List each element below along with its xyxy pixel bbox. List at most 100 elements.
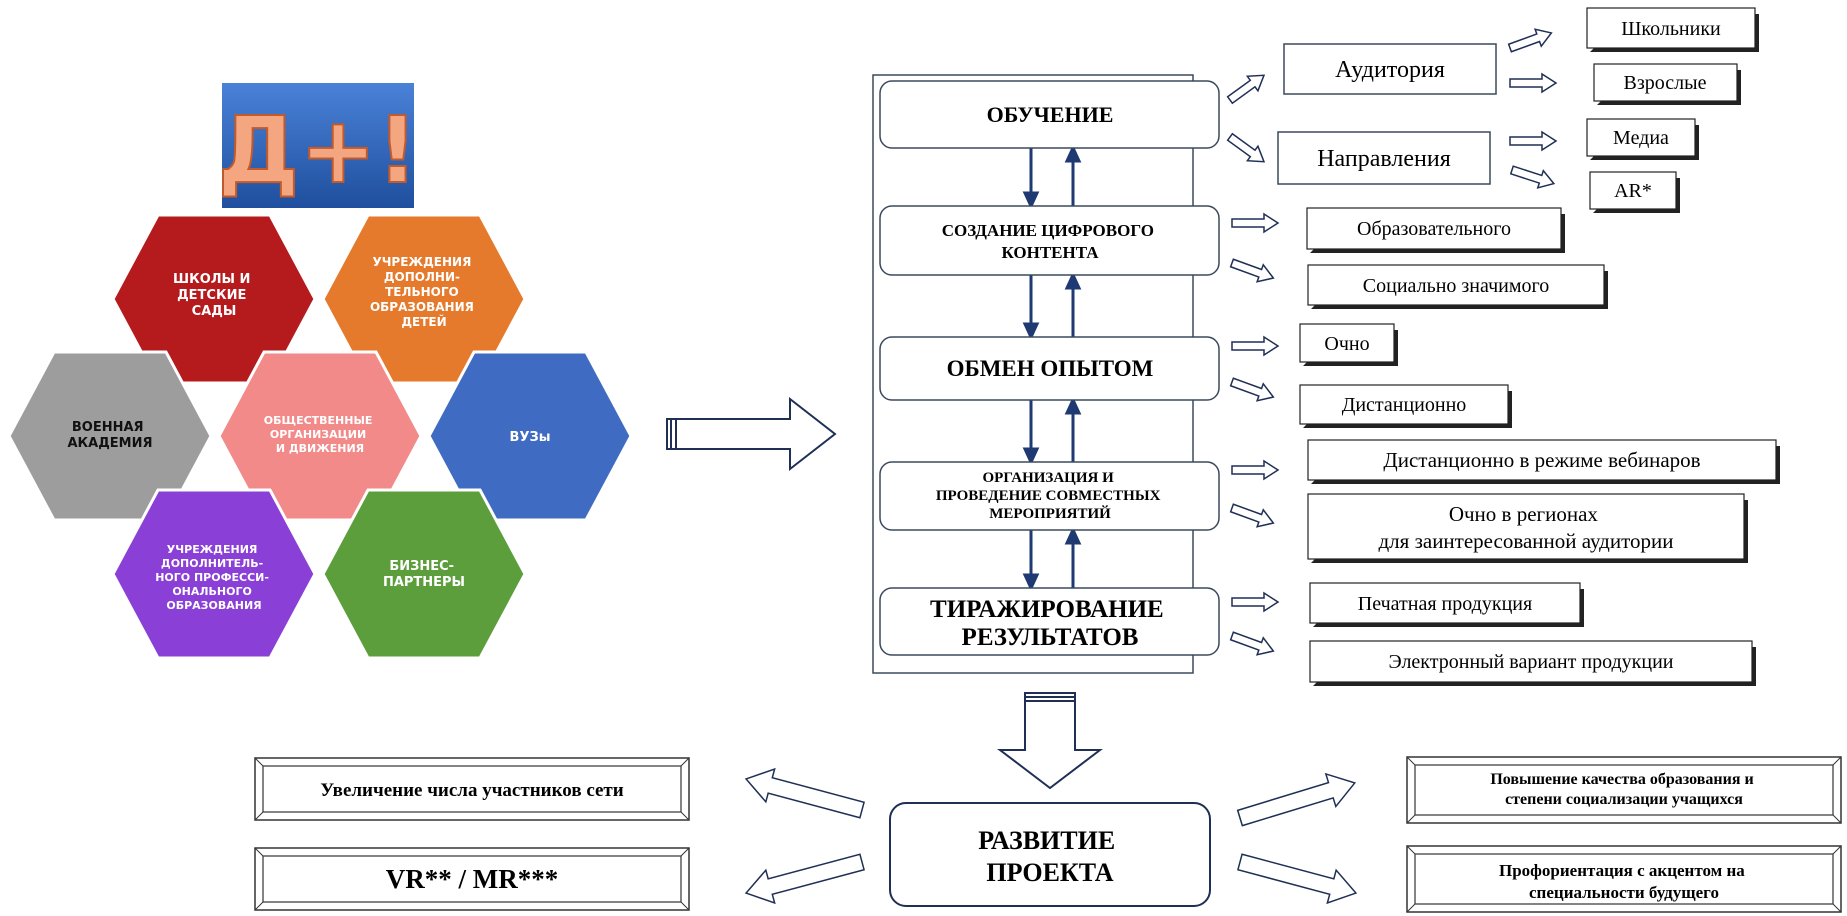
note-media: Медиа — [1586, 118, 1699, 160]
outcome-label: специальности будущего — [1529, 883, 1719, 902]
activity-connectors — [1022, 144, 1082, 592]
svg-text:Печатная продукция: Печатная продукция — [1358, 593, 1532, 615]
activity-label-line: КОНТЕНТА — [1001, 243, 1099, 262]
arrow-events-webinars — [1231, 459, 1280, 481]
activity-label-line: МЕРОПРИЯТИЙ — [989, 505, 1111, 522]
activity-label-line: РЕЗУЛЬТАТОВ — [962, 624, 1139, 651]
note-socially-significant: Социально значимого — [1307, 264, 1608, 309]
svg-text:Направления: Направления — [1317, 146, 1451, 172]
activity-label-line: ПРОВЕДЕНИЕ СОВМЕСТНЫХ — [936, 488, 1161, 504]
arrow-content-educational — [1231, 212, 1280, 234]
detail-notes: Образовательного Социально значимого Очн… — [1299, 207, 1780, 686]
logo-background — [222, 83, 414, 208]
svg-text:Дистанционно: Дистанционно — [1342, 394, 1467, 416]
level2-label: Взрослые — [1624, 72, 1707, 94]
arrow-replication-electronic — [1229, 631, 1275, 656]
hex-label-line: ОРГАНИЗАЦИИ — [270, 428, 366, 441]
hex-military-academy: ВОЕННАЯ АКАДЕМИЯ — [7, 350, 213, 522]
arrow-exchange-inperson — [1231, 335, 1280, 357]
hex-professional-education: УЧРЕЖДЕНИЯ ДОПОЛНИТЕЛЬ- НОГО ПРОФЕССИ- О… — [111, 488, 317, 660]
svg-text:AR*: AR* — [1614, 180, 1652, 202]
activities-panel: ОБУЧЕНИЕ СОЗДАНИЕ ЦИФРОВОГО КОНТЕНТА ОБМ… — [872, 74, 1220, 674]
level2-label: AR* — [1614, 180, 1652, 202]
hex-label-line: САДЫ — [192, 304, 237, 319]
outcome-career: Профориентация с акцентом на специальнос… — [1406, 845, 1842, 913]
outcome-arrows — [744, 767, 1358, 905]
svg-text:Очно в регионах для за: Очно в регионах для заинтересованной ауд… — [1379, 502, 1674, 553]
arrow-to-career — [1237, 853, 1358, 905]
svg-text:Дистанционно в режиме вебинаро: Дистанционно в режиме вебинаров — [1383, 448, 1700, 472]
note-print: Печатная продукция — [1309, 582, 1584, 627]
hex-label-line: ДЕТЕЙ — [401, 314, 446, 329]
arrow-training-audience — [1226, 74, 1266, 105]
hex-public-organizations: ОБЩЕСТВЕННЫЕ ОРГАНИЗАЦИИ И ДВИЖЕНИЯ — [217, 350, 423, 522]
outcome-participants: Увеличение числа участников сети — [254, 757, 690, 821]
hex-label-line: ОНАЛЬНОГО — [172, 585, 252, 598]
note-schoolchildren: Школьники — [1586, 7, 1759, 52]
hex-label-line: ВУЗы — [510, 430, 551, 445]
big-down-arrow — [997, 692, 1103, 790]
hex-label-line: ДОПОЛНИТЕЛЬ- — [161, 557, 263, 570]
arrow-audience-schoolchildren — [1507, 28, 1553, 53]
svg-text:Аудитория: Аудитория — [1335, 57, 1445, 83]
outcome-quality: Повышение качества образования и степени… — [1406, 756, 1842, 824]
svg-text:Медиа: Медиа — [1613, 127, 1669, 149]
outcome-label: Увеличение числа участников сети — [320, 780, 623, 801]
hex-label-line: ОБРАЗОВАНИЯ — [166, 599, 261, 612]
level2-boxes: Школьники Взрослые Медиа AR* — [1586, 7, 1759, 213]
level1-boxes: Аудитория Направления — [1277, 43, 1497, 185]
activity-label-line: ТИРАЖИРОВАНИЕ — [930, 596, 1164, 623]
outcome-label: Повышение качества образования и — [1490, 771, 1753, 788]
hex-label-line: ДЕТСКИЕ — [177, 288, 246, 303]
outcome-label: степени социализации учащихся — [1505, 791, 1743, 808]
arrow-directions-media — [1509, 130, 1558, 152]
svg-text:Увеличение числа участников се: Увеличение числа участников сети — [320, 780, 623, 801]
activity-label-line: ОБМЕН ОПЫТОМ — [947, 356, 1154, 381]
hex-label-line: УЧРЕЖДЕНИЯ — [372, 255, 471, 269]
hex-label-line: ОБЩЕСТВЕННЫЕ — [264, 414, 373, 427]
svg-text:ВОЕННАЯ АКАДЕМИЯ: ВОЕННАЯ АКАДЕМИЯ — [67, 420, 152, 451]
svg-text:РАЗВИТИЕ ПРОЕКТА: РАЗВИТИЕ ПРОЕКТА — [978, 826, 1121, 887]
arrow-to-participants — [744, 767, 865, 819]
down-up-arrow-pair — [1022, 271, 1082, 341]
activity-label-line: ОБУЧЕНИЕ — [987, 102, 1114, 127]
svg-text:Электронный вариант продукции: Электронный вариант продукции — [1389, 651, 1674, 673]
development-label: РАЗВИТИЕ — [978, 826, 1115, 855]
outcome-boxes: Увеличение числа участников сети VR** / … — [254, 756, 1842, 913]
note-remote: Дистанционно — [1299, 384, 1512, 428]
down-up-arrow-pair — [1022, 144, 1082, 210]
note-in-person: Очно — [1299, 323, 1398, 366]
svg-text:УЧРЕЖДЕНИЯ ДОПОЛНИ-: УЧРЕЖДЕНИЯ ДОПОЛНИ- ТЕЛЬНОГО ОБРАЗОВАНИЯ… — [370, 255, 478, 329]
hex-shape — [427, 350, 633, 522]
activity-box-digital-content: СОЗДАНИЕ ЦИФРОВОГО КОНТЕНТА — [879, 205, 1220, 276]
hex-label-line: ВОЕННАЯ — [72, 420, 144, 435]
big-right-arrow — [666, 396, 837, 472]
activity-label-line: СОЗДАНИЕ ЦИФРОВОГО — [942, 221, 1154, 240]
hex-label-line: ДОПОЛНИ- — [384, 270, 460, 284]
outcome-label: VR** / MR*** — [386, 864, 558, 894]
level2-label: Медиа — [1613, 127, 1669, 149]
activity-box-joint-events: ОРГАНИЗАЦИЯ И ПРОВЕДЕНИЕ СОВМЕСТНЫХ МЕРО… — [879, 461, 1220, 531]
hex-label-line: БИЗНЕС- — [389, 559, 454, 574]
hex-label-line: УЧРЕЖДЕНИЯ — [167, 543, 258, 556]
down-up-arrow-pair — [1022, 396, 1082, 466]
logo-text: Д+! — [218, 97, 419, 204]
svg-text:VR** / MR***: VR** / MR*** — [386, 864, 558, 894]
arrow-audience-adults — [1509, 72, 1558, 94]
svg-text:ОБЩЕСТВЕННЫЕ ОРГАНИЗАЦ: ОБЩЕСТВЕННЫЕ ОРГАНИЗАЦИИ И ДВИЖЕНИЯ — [264, 414, 376, 455]
arrow-training-directions — [1226, 132, 1266, 163]
hex-label-line: НОГО ПРОФЕССИ- — [155, 571, 269, 584]
detail-label: Образовательного — [1357, 218, 1511, 240]
arrow-exchange-remote — [1229, 377, 1275, 402]
branch-arrows — [1226, 28, 1558, 656]
arrow-events-regions — [1229, 503, 1275, 528]
outcome-label: Профориентация с акцентом на — [1499, 861, 1745, 880]
svg-text:Школьники: Школьники — [1621, 18, 1721, 40]
detail-label: Электронный вариант продукции — [1389, 651, 1674, 673]
logo: Д+! — [217, 83, 419, 208]
note-adults: Взрослые — [1593, 63, 1741, 105]
svg-text:ОБУЧЕНИЕ: ОБУЧЕНИЕ — [987, 102, 1114, 127]
svg-text:ШКОЛЫ И ДЕТСКИЕ: ШКОЛЫ И ДЕТСКИЕ САДЫ — [173, 272, 255, 319]
detail-label: Социально значимого — [1363, 275, 1549, 297]
